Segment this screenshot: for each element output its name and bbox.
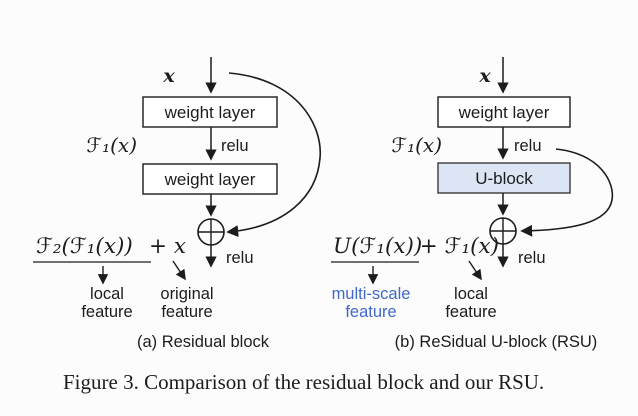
local-feature-line2-b: feature: [445, 303, 496, 321]
formula-underlined-b: U(ℱ₁(x)): [333, 234, 422, 259]
weight-layer-2-box-a: [142, 163, 278, 195]
panel-b-caption: (b) ReSidual U-block (RSU): [395, 333, 598, 351]
weight-layer-2-label-a: weight layer: [164, 170, 256, 189]
skip-connection-arc-a: [226, 72, 321, 238]
ublock-label-b: U-block: [475, 169, 533, 188]
panel-a-caption: (a) Residual block: [137, 333, 270, 351]
ublock-box-b: [437, 162, 571, 194]
relu-bottom-label-b: relu: [518, 249, 546, 267]
relu-top-label-a: relu: [221, 137, 249, 155]
local-feature-arrow-b: [468, 260, 482, 281]
weight-layer-1-box-a: [142, 96, 278, 128]
weight-layer-box-b: [437, 96, 571, 128]
input-label-b: x: [478, 65, 491, 87]
f1x-label-b: ℱ₁(x): [391, 133, 442, 157]
multiscale-feature-line1-b: multi-scale: [332, 285, 411, 303]
original-feature-line1-a: original: [160, 285, 213, 303]
formula-rest-b: + ℱ₁(x): [420, 234, 499, 259]
local-feature-line1-b: local: [454, 285, 488, 303]
skip-connection-arc-b: [520, 148, 614, 237]
original-feature-arrow-a: [172, 260, 186, 281]
original-feature-line2-a: feature: [161, 303, 212, 321]
multiscale-feature-line2-b: feature: [345, 303, 396, 321]
panel-b-rsu-block: x weight layer relu ℱ₁(x) U-block relu: [331, 57, 614, 351]
formula-underlined-a: ℱ₂(ℱ₁(x)): [36, 234, 133, 259]
relu-bottom-label-a: relu: [226, 249, 254, 267]
local-feature-line2-a: feature: [81, 303, 132, 321]
weight-layer-label-b: weight layer: [458, 103, 550, 122]
f1x-label-a: ℱ₁(x): [86, 133, 137, 157]
local-feature-line1-a: local: [90, 285, 124, 303]
input-label-a: x: [162, 65, 175, 87]
relu-top-label-b: relu: [514, 137, 542, 155]
figure-caption: Figure 3. Comparison of the residual blo…: [63, 370, 544, 394]
weight-layer-1-label-a: weight layer: [164, 103, 256, 122]
panel-a-residual-block: x weight layer relu ℱ₁(x) weight layer r…: [33, 57, 321, 351]
formula-rest-a: + x: [149, 234, 186, 259]
